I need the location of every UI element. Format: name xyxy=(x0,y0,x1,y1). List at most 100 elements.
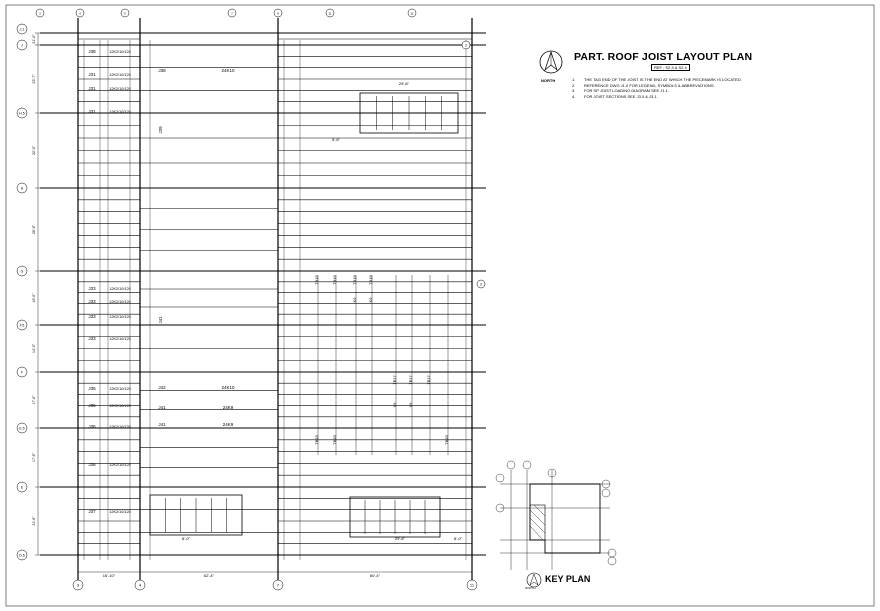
right-bay-mark: X9 xyxy=(408,402,413,408)
joist-designation: 12K2/10/120 xyxy=(109,387,131,391)
span-dimension: 29'-8" xyxy=(399,81,410,86)
row-bubble-label: F.5 xyxy=(20,323,25,327)
joist-designation: 12K2/10/120 xyxy=(109,87,131,91)
left-dimension-label: 22'-0" xyxy=(32,145,36,155)
drawing-title: PART. ROOF JOIST LAYOUT PLAN xyxy=(574,51,753,63)
column-bubble-label: 7 xyxy=(231,11,233,15)
key-plan-north-icon xyxy=(526,572,542,588)
joist-designation: 12K2/10/120 xyxy=(109,425,131,429)
column-bubble-top xyxy=(120,8,130,18)
bottom-dimension-label: 60'-4" xyxy=(370,573,381,578)
column-bubble-bottom xyxy=(72,579,84,591)
general-notes: 1.THE TAG END OF THE JOIST IS THE END AT… xyxy=(572,77,782,99)
note-item: 3.FOR SP JOIST LOADING DIAGRAM SEE J1.1. xyxy=(572,88,669,94)
dimension-labels: 21'-0" 23'-7" 22'-0" 26'-6" 16'-0" 14'-0" 17'-… xyxy=(32,32,472,578)
column-bubble-top xyxy=(35,8,45,18)
right-bay-mark: K9 xyxy=(352,297,357,303)
key-plan-title: KEY PLAN xyxy=(545,574,591,584)
joist-mark-labels: J38 12K2/10/120 J31 12K2/10/120 J31 12K2/10/1… xyxy=(88,49,462,541)
column-bubble-label: 11 xyxy=(410,11,413,15)
column-grid-lines xyxy=(77,18,473,580)
row-bubble-label: D.5 xyxy=(19,553,25,557)
left-dimension-label: 21'-6" xyxy=(32,516,36,526)
mid-bay-label: 24K9 xyxy=(223,405,234,410)
column-bubble-label: 11 xyxy=(328,11,331,15)
column-bubble-bottom xyxy=(272,579,284,591)
row-bubble xyxy=(16,481,28,493)
right-bay-mark: TB18 xyxy=(314,434,319,444)
row-bubble xyxy=(16,107,28,119)
joist-mark: J35 xyxy=(88,386,96,391)
column-bubble-top xyxy=(75,8,85,18)
span-dimension: 5'-6" xyxy=(332,137,341,142)
joist-mark: J33 xyxy=(88,336,96,341)
row-bubble-label: J.1 xyxy=(20,27,25,31)
left-dimension-label: 14'-0" xyxy=(32,343,36,353)
joist-designation: 12K2/10/120 xyxy=(109,110,131,114)
bottom-dimension-label: 62'-4" xyxy=(204,573,215,578)
section-bubble xyxy=(476,279,486,289)
joist-mark: J36 xyxy=(88,403,96,408)
bottom-dimension-label: 16'-10" xyxy=(103,573,116,578)
left-dimension-label: 21'-0" xyxy=(32,34,36,44)
section-bubble-label: 2 xyxy=(480,282,482,286)
joist-designation: 12K2/10/120 xyxy=(109,315,131,319)
mid-bay-label: J39 xyxy=(158,126,163,134)
sheet-border xyxy=(5,4,875,607)
column-bubble-top xyxy=(325,8,335,18)
joist-designation: 12K2/10/120 xyxy=(109,404,131,408)
row-bubble-label: E.5 xyxy=(19,426,24,430)
right-bay-mark: TB17 xyxy=(392,374,397,384)
column-bubble-top xyxy=(227,8,237,18)
roof-opening xyxy=(349,496,441,538)
joist-mark: J33 xyxy=(88,286,96,291)
section-bubble xyxy=(461,40,471,50)
joist-mark: J38 xyxy=(88,49,96,54)
column-bubble-bottom xyxy=(466,579,478,591)
left-dimension-label: 23'-7" xyxy=(32,74,36,84)
column-bubble-label: 5 xyxy=(124,11,126,15)
left-dimension-label: 26'-6" xyxy=(32,224,36,234)
joist-designation: 12K2/10/120 xyxy=(109,337,131,341)
column-bubble-label: 3 xyxy=(39,11,41,15)
row-bubble xyxy=(16,182,28,194)
column-bubble-label: 11 xyxy=(470,583,475,588)
joist-designation: 12K2/10/120 xyxy=(109,463,131,467)
joist-mark: J31 xyxy=(88,72,96,77)
right-bay-mark: TB16 xyxy=(368,274,373,284)
joist-mark: J36 xyxy=(88,462,96,467)
note-item: 4.FOR JOIST SECTIONS SEE J3.0 & J3.1. xyxy=(572,93,658,99)
joist-mark: J33 xyxy=(88,314,96,319)
column-bubble-label: 3 xyxy=(77,583,80,588)
roof-opening xyxy=(359,92,459,134)
left-dimension-label: 17'-6" xyxy=(32,395,36,405)
row-bubble-label: H.5 xyxy=(19,111,25,115)
column-bubble-label: 4 xyxy=(79,11,81,15)
row-bubble xyxy=(16,319,28,331)
joist-mark: J31 xyxy=(88,86,96,91)
span-dimension: 8'-0" xyxy=(182,536,191,541)
mid-bay-label: J38 xyxy=(158,68,166,73)
left-dimension-label: 16'-0" xyxy=(32,293,36,303)
column-bubble-label: 4 xyxy=(139,583,142,588)
note-item: 1.THE TAG END OF THE JOIST IS THE END AT… xyxy=(572,77,742,82)
span-dimension: 8'-0" xyxy=(454,536,463,541)
row-bubble xyxy=(16,23,28,35)
column-bubble-bottom xyxy=(134,579,146,591)
row-bubble xyxy=(16,549,28,561)
joist-designation: 12K2/10/120 xyxy=(109,300,131,304)
mid-bay-label: 24K10 xyxy=(221,68,235,73)
row-bubble xyxy=(16,39,28,51)
right-bay-mark: TB17 xyxy=(408,374,413,384)
section-bubble-label: 2 xyxy=(465,43,467,47)
row-bubble xyxy=(16,265,28,277)
row-bubble xyxy=(16,422,28,434)
roof-opening xyxy=(149,494,243,536)
mid-bay-label: J41 xyxy=(158,316,163,324)
mid-bay-label: J41 xyxy=(158,422,166,427)
right-bay-mark: TB16 xyxy=(332,274,337,284)
right-bay-mark: TB17 xyxy=(426,374,431,384)
column-bubble-label: 8 xyxy=(277,11,279,15)
